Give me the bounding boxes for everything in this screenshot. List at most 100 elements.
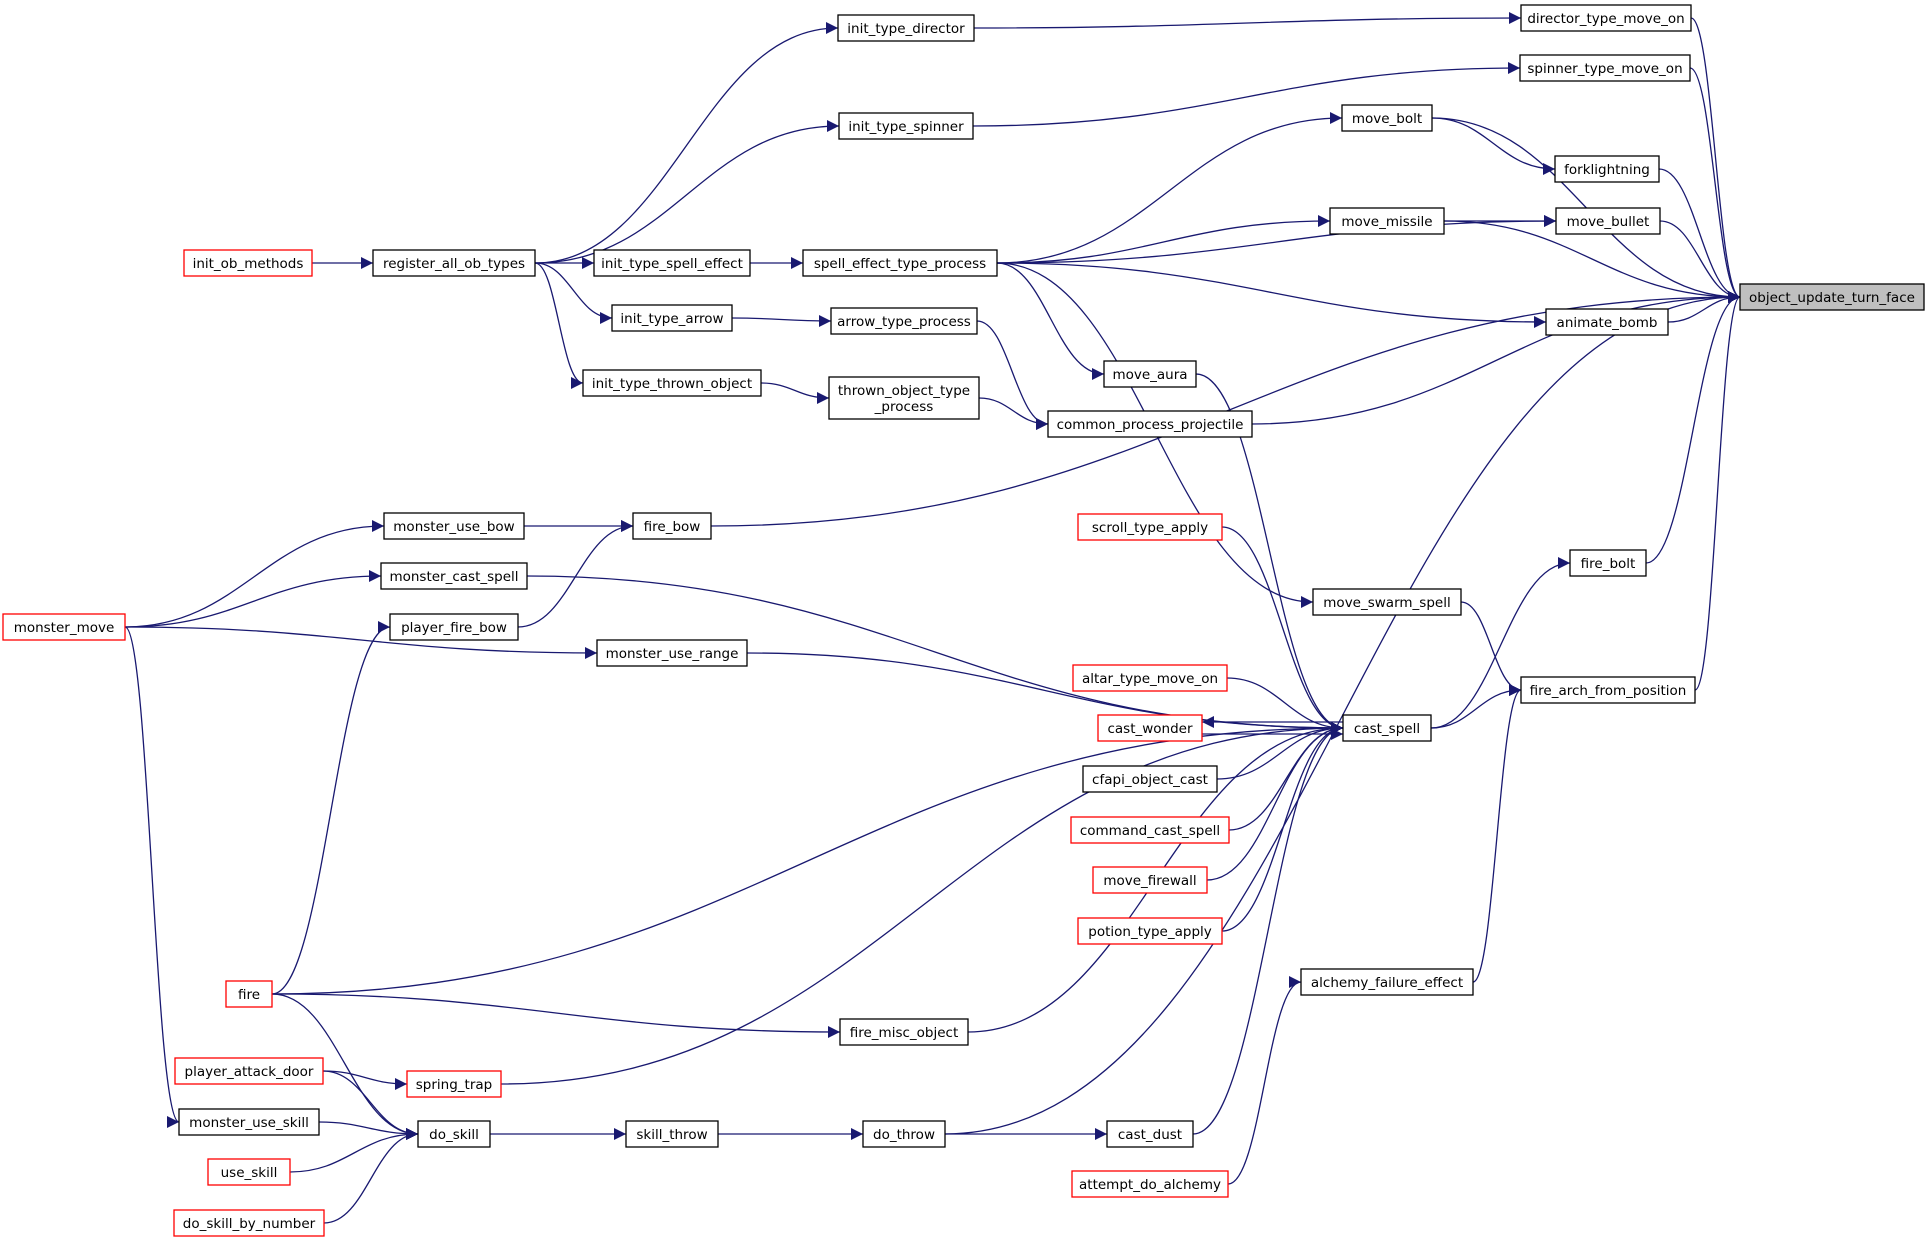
node-label: alchemy_failure_effect — [1311, 975, 1463, 991]
node-alchemy-failure-effect[interactable]: alchemy_failure_effect — [1300, 968, 1474, 996]
node-monster-use-skill[interactable]: monster_use_skill — [178, 1108, 320, 1136]
node-cfapi-object-cast[interactable]: cfapi_object_cast — [1082, 765, 1218, 793]
edge-spinner-type-move-on-to-object-update-turn-face — [1689, 67, 1741, 303]
node-box — [596, 639, 748, 667]
node-box — [2, 613, 126, 641]
node-fire-misc-object[interactable]: fire_misc_object — [839, 1018, 969, 1046]
node-init-type-spinner[interactable]: init_type_spinner — [838, 112, 974, 140]
node-monster-cast-spell[interactable]: monster_cast_spell — [380, 562, 528, 590]
node-label: spell_effect_type_process — [814, 256, 986, 272]
node-init-type-spell-effect[interactable]: init_type_spell_effect — [593, 249, 751, 277]
node-label: player_attack_door — [185, 1064, 314, 1080]
node-player-attack-door[interactable]: player_attack_door — [174, 1057, 324, 1085]
node-fire[interactable]: fire — [225, 980, 273, 1008]
edge-layer — [124, 12, 1741, 1224]
edge-command-cast-spell-to-cast-spell — [1228, 722, 1344, 831]
node-fire-bow[interactable]: fire_bow — [632, 512, 712, 540]
node-box — [632, 512, 712, 540]
node-label: potion_type_apply — [1088, 924, 1212, 940]
node-director-type-move-on[interactable]: director_type_move_on — [1520, 4, 1692, 32]
node-do-skill-by-number[interactable]: do_skill_by_number — [173, 1209, 325, 1237]
node-move-firewall[interactable]: move_firewall — [1092, 866, 1208, 894]
node-attempt-do-alchemy[interactable]: attempt_do_alchemy — [1071, 1170, 1229, 1198]
node-move-swarm-spell[interactable]: move_swarm_spell — [1312, 588, 1462, 616]
node-cast-wonder[interactable]: cast_wonder — [1097, 714, 1203, 742]
node-do-throw[interactable]: do_throw — [862, 1120, 946, 1148]
node-player-fire-bow[interactable]: player_fire_bow — [389, 613, 519, 641]
node-label: move_bolt — [1352, 111, 1422, 127]
node-move-aura[interactable]: move_aura — [1103, 360, 1197, 388]
node-register-all-ob-types[interactable]: register_all_ob_types — [372, 249, 536, 277]
edge-monster-move-to-monster-use-range — [124, 626, 598, 659]
node-label: animate_bomb — [1557, 315, 1658, 331]
node-command-cast-spell[interactable]: command_cast_spell — [1070, 816, 1230, 844]
node-skill-throw[interactable]: skill_throw — [625, 1120, 719, 1148]
edge-move-firewall-to-cast-spell — [1206, 722, 1344, 881]
node-spring-trap[interactable]: spring_trap — [406, 1070, 502, 1098]
edge-register-all-ob-types-to-init-type-spinner — [534, 120, 840, 264]
node-forklightning[interactable]: forklightning — [1554, 155, 1660, 183]
edge-fire-to-player-fire-bow — [271, 621, 391, 995]
node-box — [1071, 1170, 1229, 1198]
node-thrown-object-type-process[interactable]: thrown_object_type_process — [828, 376, 980, 420]
node-box — [839, 1018, 969, 1046]
node-box — [1092, 866, 1208, 894]
node-move-missile[interactable]: move_missile — [1329, 207, 1445, 235]
node-label: command_cast_spell — [1080, 823, 1220, 839]
edge-cfapi-object-cast-to-cast-spell — [1216, 722, 1344, 780]
node-object-update-turn-face[interactable]: object_update_turn_face — [1739, 283, 1925, 311]
node-move-bolt[interactable]: move_bolt — [1341, 104, 1433, 132]
node-label: fire_bow — [644, 519, 701, 535]
edge-player-attack-door-to-spring-trap — [322, 1070, 408, 1090]
node-potion-type-apply[interactable]: potion_type_apply — [1077, 917, 1223, 945]
node-monster-move[interactable]: monster_move — [2, 613, 126, 641]
node-common-process-projectile[interactable]: common_process_projectile — [1047, 410, 1253, 438]
edge-cast-dust-to-cast-spell — [1192, 722, 1344, 1135]
node-box — [838, 112, 974, 140]
edge-forklightning-to-object-update-turn-face — [1658, 168, 1741, 303]
edge-register-all-ob-types-to-init-type-thrown-object — [534, 262, 584, 389]
node-monster-use-bow[interactable]: monster_use_bow — [383, 512, 525, 540]
node-fire-arch-from-position[interactable]: fire_arch_from_position — [1520, 676, 1696, 704]
node-arrow-type-process[interactable]: arrow_type_process — [830, 307, 978, 335]
edge-common-process-projectile-to-object-update-turn-face — [1251, 291, 1741, 425]
node-fire-bolt[interactable]: fire_bolt — [1569, 549, 1647, 577]
edge-move-bullet-to-object-update-turn-face — [1659, 220, 1741, 303]
node-label: init_type_director — [847, 21, 965, 37]
node-scroll-type-apply[interactable]: scroll_type_apply — [1077, 513, 1223, 541]
node-box — [389, 613, 519, 641]
node-label: move_missile — [1341, 214, 1432, 230]
node-box — [173, 1209, 325, 1237]
edge-monster-use-range-to-cast-spell — [746, 652, 1344, 734]
node-cast-spell[interactable]: cast_spell — [1342, 714, 1432, 742]
node-box — [837, 14, 975, 42]
node-cast-dust[interactable]: cast_dust — [1106, 1120, 1194, 1148]
node-label: director_type_move_on — [1527, 11, 1684, 27]
node-label: move_aura — [1112, 367, 1187, 383]
node-init-ob-methods[interactable]: init_ob_methods — [183, 249, 313, 277]
edge-move-missile-to-object-update-turn-face — [1443, 220, 1741, 303]
node-label: move_swarm_spell — [1323, 595, 1450, 611]
edge-potion-type-apply-to-cast-spell — [1221, 722, 1344, 932]
node-init-type-thrown-object[interactable]: init_type_thrown_object — [582, 369, 762, 397]
edge-spell-effect-type-process-to-move-bullet — [996, 215, 1557, 264]
node-monster-use-range[interactable]: monster_use_range — [596, 639, 748, 667]
node-spinner-type-move-on[interactable]: spinner_type_move_on — [1519, 54, 1691, 82]
node-label: fire_bolt — [1581, 556, 1636, 572]
node-altar-type-move-on[interactable]: altar_type_move_on — [1072, 664, 1228, 692]
edge-register-all-ob-types-to-init-type-arrow — [534, 262, 613, 324]
node-label: monster_move — [14, 620, 115, 636]
node-label: common_process_projectile — [1057, 417, 1244, 433]
node-box — [1312, 588, 1462, 616]
node-spell-effect-type-process[interactable]: spell_effect_type_process — [802, 249, 998, 277]
edge-init-type-director-to-director-type-move-on — [973, 12, 1522, 29]
node-box — [1520, 676, 1696, 704]
node-move-bullet[interactable]: move_bullet — [1555, 207, 1661, 235]
node-do-skill[interactable]: do_skill — [417, 1120, 491, 1148]
edge-alchemy-failure-effect-to-fire-arch-from-position — [1472, 684, 1522, 983]
node-init-type-arrow[interactable]: init_type_arrow — [611, 304, 733, 332]
node-init-type-director[interactable]: init_type_director — [837, 14, 975, 42]
node-animate-bomb[interactable]: animate_bomb — [1545, 308, 1669, 336]
node-use-skill[interactable]: use_skill — [207, 1158, 291, 1186]
